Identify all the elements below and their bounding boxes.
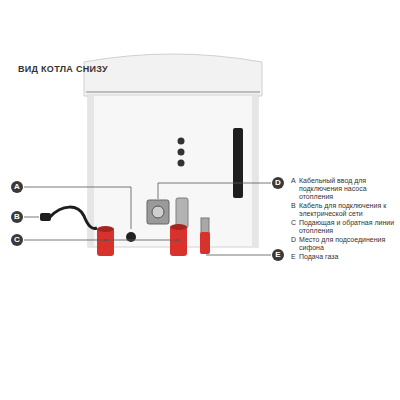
pipe-top <box>97 226 114 232</box>
leader-line <box>24 240 178 241</box>
legend-letter: A <box>291 177 296 185</box>
legend-text: Место для подсоединения сифона <box>299 236 395 252</box>
boiler-body <box>88 95 258 247</box>
callout-circle: B <box>11 211 23 223</box>
callout-letter: B <box>14 213 20 221</box>
callout-letter: C <box>14 236 20 244</box>
legend-text: Кабельный ввод для подключения насоса от… <box>299 177 395 201</box>
legend-letter: B <box>291 202 296 210</box>
cable-plug <box>40 213 51 221</box>
leader-line <box>24 187 131 229</box>
power-cable <box>50 207 97 228</box>
callout-letter: D <box>275 179 281 187</box>
leader-line <box>24 217 39 218</box>
callout-circle: A <box>11 181 23 193</box>
body-shade <box>252 95 258 247</box>
legend-letter: C <box>291 219 296 227</box>
gas-pipe <box>200 232 210 254</box>
metal-tube <box>176 198 188 228</box>
pipe-top <box>170 224 187 230</box>
display-slot <box>233 128 243 198</box>
leader-dot <box>177 239 180 242</box>
leader-line <box>206 255 271 256</box>
siphon-opening <box>152 206 164 218</box>
legend-letter: E <box>291 253 296 261</box>
lid-edge <box>86 91 260 93</box>
button-dot <box>178 160 185 167</box>
cable-entry <box>126 232 136 242</box>
legend-letter: D <box>291 236 296 244</box>
heating-pipe <box>97 228 114 256</box>
callout-circle: E <box>272 249 284 261</box>
callout-letter: E <box>275 251 280 259</box>
legend-text: Подающая и обратная линии отопления <box>299 219 395 235</box>
diagram-title: ВИД КОТЛА СНИЗУ <box>18 64 108 74</box>
button-dot <box>178 149 185 156</box>
leader-line <box>158 183 271 199</box>
heating-pipe <box>170 226 187 256</box>
callout-circle: C <box>11 234 23 246</box>
siphon-fitting <box>147 200 169 224</box>
leader-dot <box>104 239 107 242</box>
callout-circle: D <box>272 177 284 189</box>
legend-text: Подача газа <box>299 253 395 261</box>
boiler-lid <box>84 54 262 96</box>
legend-text: Кабель для подключения к электрической с… <box>299 202 395 218</box>
callout-letter: A <box>14 183 20 191</box>
button-dot <box>178 138 185 145</box>
gas-tube <box>201 218 209 234</box>
